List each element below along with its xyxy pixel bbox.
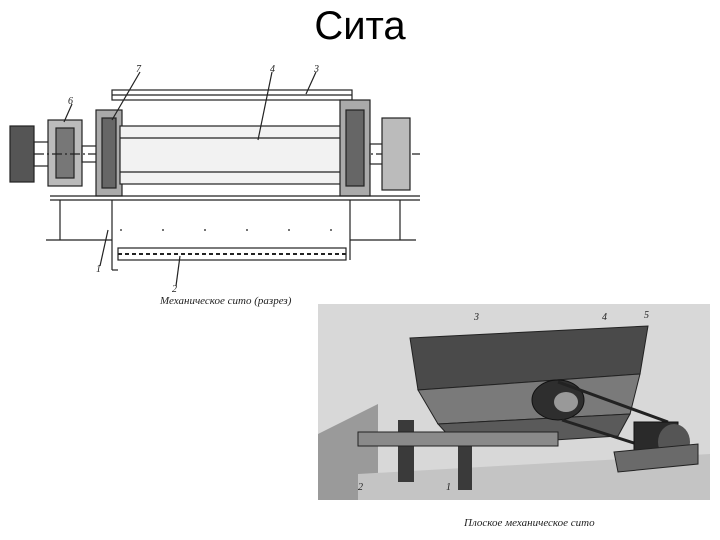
photo-label-4: 4 [602,312,607,323]
drum [119,125,343,185]
mechanical-sieve-drawing: 7 4 3 6 1 2 Механическое сито (разрез) [9,64,420,307]
photo-label-2: 2 [358,482,363,493]
photo-label-1: 1 [446,482,451,493]
flat-sieve-photo: 3 4 5 2 1 Плоское механическое сито [318,304,710,529]
mechanical-sieve-section-figure: 7 4 3 6 1 2 Механическое сито (разрез) [0,60,440,320]
label-4: 4 [270,64,275,75]
slide-title: Сита [314,4,406,48]
label-7: 7 [136,64,142,75]
label-3: 3 [313,64,319,75]
photo-label-3: 3 [473,312,479,323]
figure2-caption: Плоское механическое сито [463,517,595,529]
label-1: 1 [96,264,101,275]
label-6: 6 [68,96,73,107]
label-2: 2 [172,284,177,295]
left-pulley [9,125,35,183]
photo-label-5: 5 [644,310,649,321]
flat-sieve-photo-figure: 3 4 5 2 1 Плоское механическое сито [318,304,714,536]
figure1-caption: Механическое сито (разрез) [159,295,292,307]
